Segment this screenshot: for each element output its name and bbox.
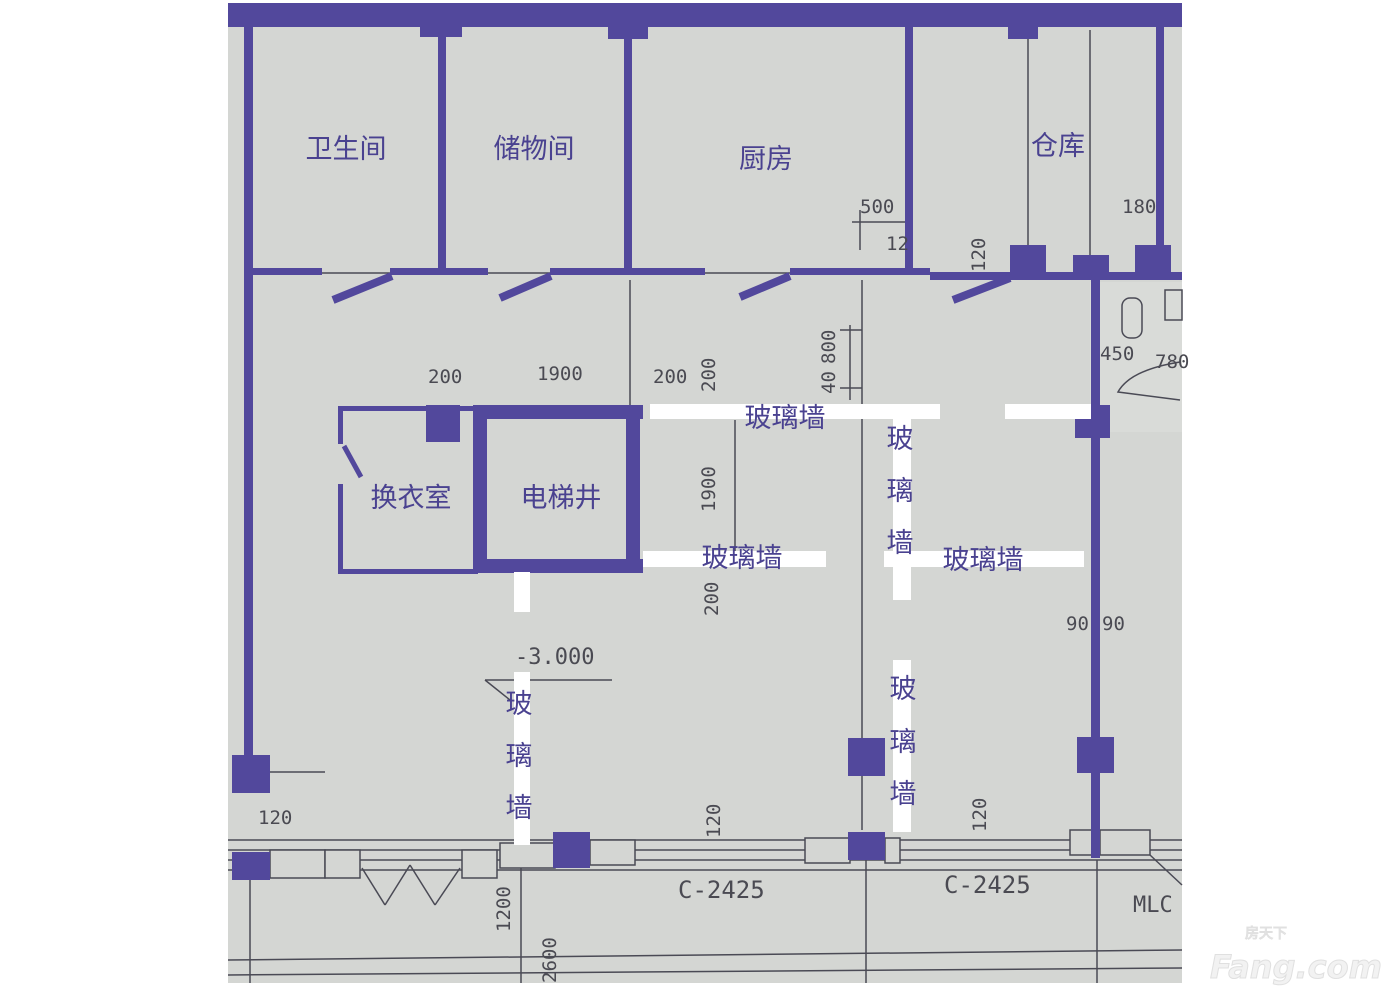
- room-label-elevator-shaft: 电梯井: [521, 483, 602, 514]
- dimension-label: 120: [258, 807, 292, 829]
- watermark-cn: 房天下: [1245, 926, 1287, 942]
- dimension-label: 200: [701, 582, 723, 616]
- glass-walls: [514, 404, 1091, 845]
- glass-wall-vertical-char: 玻: [506, 689, 533, 720]
- dimension-label: 120: [969, 798, 991, 832]
- dimension-label: 800: [818, 330, 840, 364]
- dimension-label: 120: [968, 238, 990, 272]
- dimension-label: 12: [886, 233, 909, 255]
- room-label-kitchen: 厨房: [739, 144, 793, 175]
- dimension-label: 120: [703, 804, 725, 838]
- room-label-warehouse: 仓库: [1031, 131, 1085, 162]
- dimension-label: 1900: [698, 466, 720, 512]
- glass-wall-vertical-char: 墙: [887, 528, 914, 559]
- window-label: C-2425: [678, 876, 765, 904]
- dimension-label: 200: [653, 366, 687, 388]
- watermark-logo: Fang.com: [1210, 948, 1382, 986]
- dimension-label: 1900: [537, 363, 583, 385]
- dimension-label: 200: [428, 366, 462, 388]
- glass-wall-label-top: 玻璃墙: [745, 403, 826, 434]
- dimension-label: 200: [698, 358, 720, 392]
- dimension-label: 40: [818, 371, 840, 394]
- door-storage: [498, 272, 553, 302]
- room-label-changing-room: 换衣室: [371, 483, 452, 514]
- door-kitchen: [738, 272, 792, 301]
- dimension-label: 780: [1155, 351, 1189, 373]
- dimension-label: 500: [860, 196, 894, 218]
- window-label: C-2425: [944, 871, 1031, 899]
- dimension-label: 180: [1122, 196, 1156, 218]
- glass-wall-label-right: 玻璃墙: [943, 545, 1024, 576]
- windows: [269, 829, 1151, 879]
- glass-wall-vertical-char: 璃: [887, 476, 914, 507]
- room-label-restroom: 卫生间: [306, 134, 387, 165]
- dimension-label: 450: [1100, 343, 1134, 365]
- glass-wall-vertical-char: 墙: [506, 793, 533, 824]
- glass-wall-vertical-char: 玻: [887, 424, 914, 455]
- dimension-label: 90: [1066, 613, 1089, 635]
- drafting-lines: [227, 30, 1183, 983]
- paper-background: [228, 3, 1182, 983]
- doors: [331, 272, 1012, 479]
- door-changing-room: [341, 444, 364, 479]
- glass-wall-vertical-char: 璃: [506, 741, 533, 772]
- walls: [228, 3, 1182, 880]
- door-warehouse: [951, 274, 1012, 304]
- glass-wall-label-mid: 玻璃墙: [702, 543, 783, 574]
- door-restroom: [331, 272, 394, 304]
- dimension-label: 2600: [539, 937, 561, 983]
- room-label-storage: 储物间: [494, 134, 575, 165]
- glass-wall-vertical-char: 玻: [890, 674, 917, 705]
- glass-wall-vertical-char: 璃: [890, 727, 917, 758]
- door-window-label: MLC: [1133, 893, 1173, 918]
- dimension-label: 1200: [493, 886, 515, 932]
- glass-wall-vertical-char: 墙: [890, 779, 917, 810]
- dimension-label: 90: [1102, 613, 1125, 635]
- elevation-label: -3.000: [515, 645, 594, 670]
